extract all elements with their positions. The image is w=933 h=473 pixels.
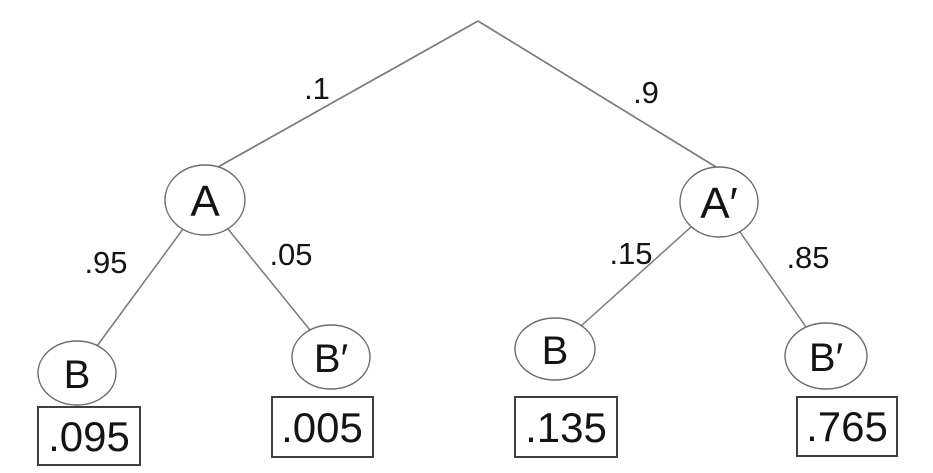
leaf-node-b-prime-under-a-label: B′: [314, 337, 348, 381]
joint-box-ab-prime-value: .005: [281, 404, 363, 451]
branch-line-a2-to-b2: [739, 231, 807, 328]
joint-box-a-prime-b: .135: [514, 396, 618, 458]
joint-box-ab-prime-rect: [271, 396, 374, 458]
probability-label-root-a: .1: [304, 71, 330, 106]
node-a-prime: A′: [679, 166, 759, 238]
joint-box-ab-prime: .005: [271, 396, 374, 458]
branch-line-a2-to-b: [580, 226, 692, 327]
node-a-prime-label: A′: [700, 179, 738, 228]
leaf-node-b-under-a-ellipse: [37, 340, 117, 406]
branch-line-a-to-b2: [227, 228, 311, 331]
branch-line-root-to-a2: [477, 20, 717, 168]
leaf-node-b-prime-under-a-ellipse: [291, 324, 371, 390]
joint-box-ab: .095: [37, 406, 141, 466]
branch-lines: [96, 20, 807, 347]
joint-box-a-prime-b-prime-value: .765: [806, 403, 888, 450]
leaf-node-b-under-a-label: B: [64, 353, 91, 397]
node-a: A: [164, 164, 246, 236]
node-a-label: A: [190, 177, 220, 226]
joint-box-a-prime-b-prime-rect: [796, 396, 898, 457]
joint-box-a-prime-b-prime: .765: [796, 396, 898, 457]
joint-box-ab-value: .095: [48, 413, 130, 460]
branch-probability-labels: .1 .9 .95 .05 .15 .85: [84, 71, 829, 280]
joint-box-a-prime-b-value: .135: [525, 404, 607, 451]
node-a-prime-ellipse: [679, 166, 759, 238]
joint-probability-boxes: .095 .005 .135 .765: [37, 396, 898, 466]
leaf-node-b-under-a-prime-label: B: [542, 329, 569, 373]
probability-label-a2-b2: .85: [786, 240, 829, 275]
leaf-node-b-under-a-prime: B: [514, 317, 596, 381]
probability-label-a-b2: .05: [269, 237, 312, 272]
probability-label-a2-b: .15: [609, 236, 652, 271]
leaf-node-b-prime-under-a-prime-ellipse: [784, 322, 868, 390]
joint-box-a-prime-b-rect: [514, 396, 618, 458]
probability-label-root-a2: .9: [633, 75, 659, 110]
leaf-node-b-prime-under-a: B′: [291, 324, 371, 390]
leaf-node-b-prime-under-a-prime: B′: [784, 322, 868, 390]
node-a-ellipse: [164, 164, 246, 236]
probability-label-a-b: .95: [84, 245, 127, 280]
joint-box-ab-rect: [37, 406, 141, 466]
leaf-node-b-prime-under-a-prime-label: B′: [809, 336, 843, 380]
leaf-node-b-under-a-prime-ellipse: [514, 317, 596, 381]
branch-line-root-to-a: [217, 20, 479, 168]
leaf-node-b-under-a: B: [37, 340, 117, 406]
branch-line-a-to-b: [96, 228, 184, 347]
